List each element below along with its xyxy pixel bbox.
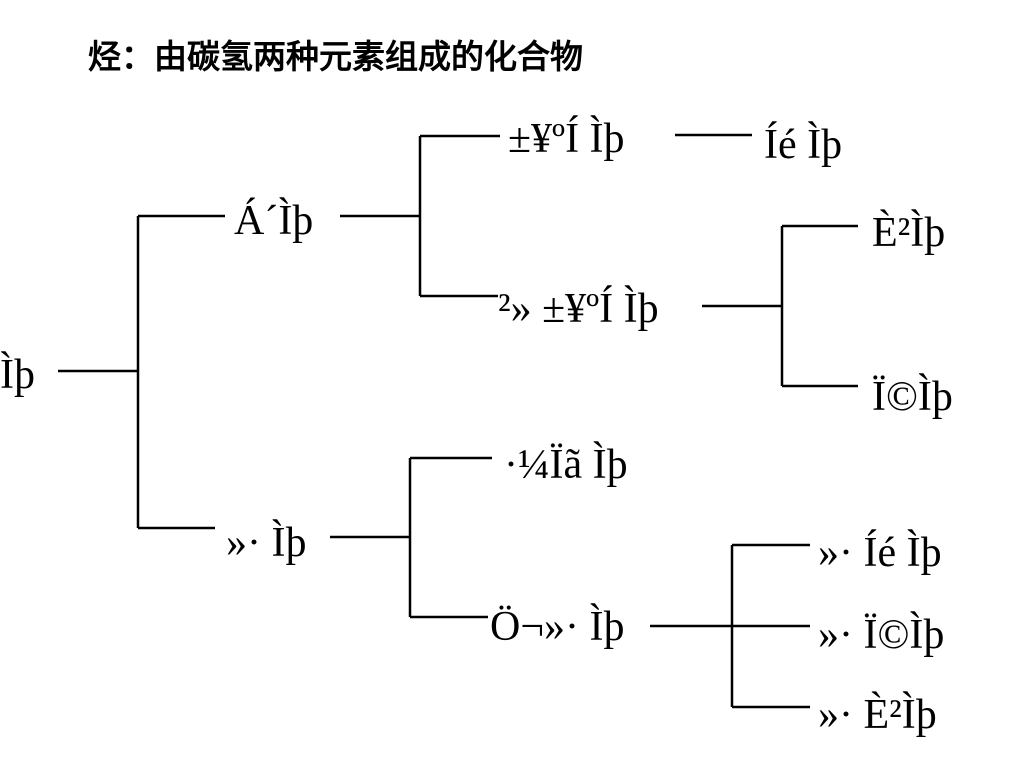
node-sub1: ·¼Ïã Ìþ [504,442,628,488]
node-sub2-child-3: »· È²Ìþ [818,692,937,738]
node-unsat-child-2: Ï©Ìþ [872,374,953,420]
page-title: 烃：由碳氢两种元素组成的化合物 [88,37,583,76]
node-sat: ±¥ºÍ Ìþ [508,116,625,162]
node-root: Ìþ [0,352,35,398]
node-sub2-child-1: »· Íé Ìþ [818,530,942,576]
node-branch-b: »· Ìþ [226,520,307,566]
node-sub2-child-2: »· Ï©Ìþ [818,612,945,658]
node-sub2: Ö¬»· Ìþ [490,604,625,650]
node-unsat-child-1: È²Ìþ [872,210,946,256]
node-unsat: ²» ±¥ºÍ Ìþ [498,286,659,332]
node-sat-child: Íé Ìþ [764,122,843,168]
node-branch-a: Á´Ìþ [234,198,314,244]
